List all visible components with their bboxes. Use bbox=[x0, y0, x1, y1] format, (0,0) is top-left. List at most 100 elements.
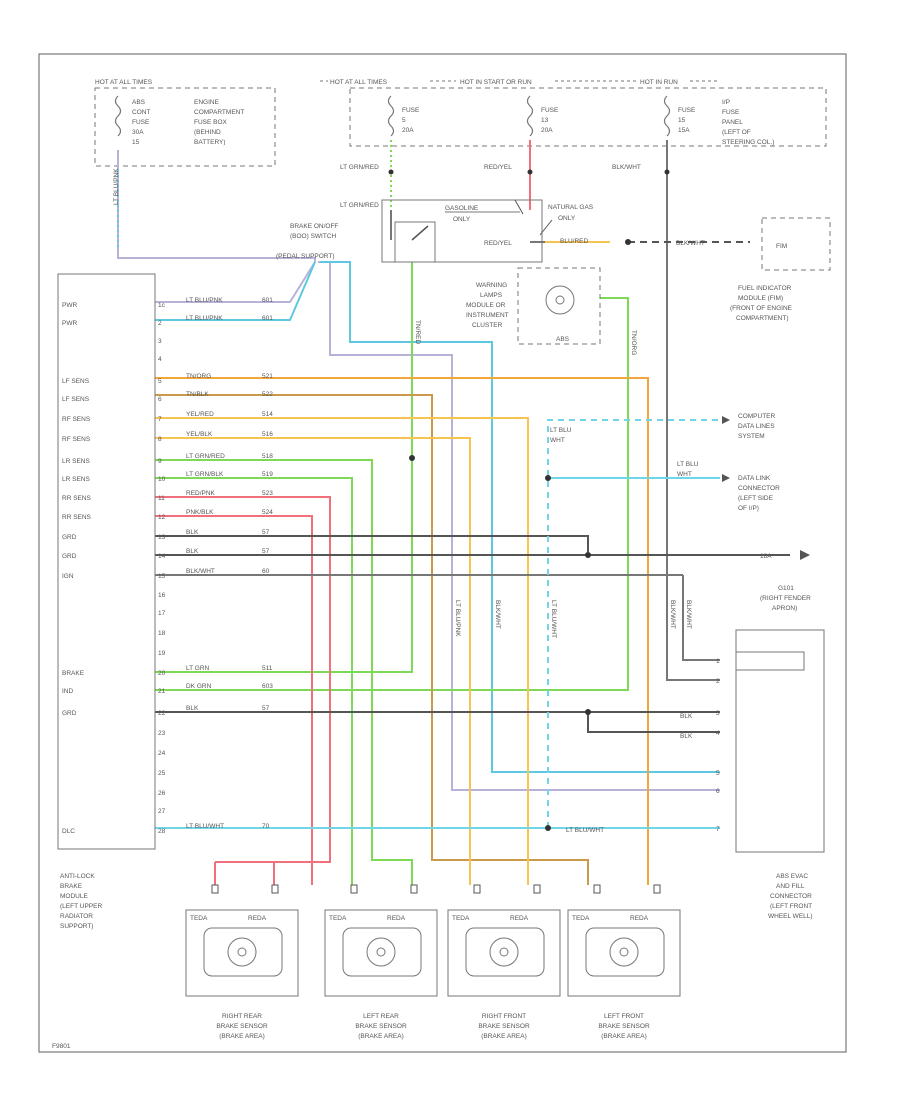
fuse-panel-header-2: HOT IN START OR RUN bbox=[460, 79, 532, 86]
fuse-15-line-2: 15 bbox=[678, 117, 686, 124]
module-pin-number: 28 bbox=[158, 828, 166, 835]
warning-lamps-1: WARNING bbox=[476, 282, 507, 289]
module-pin-wire: TN/ORG bbox=[186, 373, 211, 380]
module-pin-number: 16 bbox=[158, 592, 166, 599]
module-pin-number: 22 bbox=[158, 710, 166, 717]
module-pin-number: 4 bbox=[158, 356, 162, 363]
sensor-caption: (BRAKE AREA) bbox=[601, 1033, 647, 1040]
evac-pin-number: 2 bbox=[716, 678, 720, 685]
fuse-13-symbol bbox=[526, 95, 534, 137]
fuse-symbol bbox=[114, 95, 122, 137]
module-pin-number: 9 bbox=[158, 458, 162, 465]
sensor-terminal bbox=[271, 884, 279, 894]
abs-evac-1: ABS EVAC bbox=[776, 873, 808, 880]
module-pin-number: 12 bbox=[158, 514, 166, 521]
label-red-yel-1: RED/YEL bbox=[484, 164, 512, 171]
label-blk-wht-short: BLK/WHT bbox=[676, 240, 705, 247]
fuse-box-loc-2: COMPARTMENT bbox=[194, 109, 244, 116]
sensor-housing bbox=[185, 909, 299, 997]
evac-pin-number: 7 bbox=[716, 826, 720, 833]
fuel-indicator-4: COMPARTMENT) bbox=[736, 315, 788, 322]
ip-panel-loc-4: (LEFT OF bbox=[722, 129, 751, 136]
wire-dk-grn-ind bbox=[155, 297, 629, 691]
fuel-indicator-2: MODULE (FIM) bbox=[738, 295, 783, 302]
label-blk-a: BLK bbox=[680, 713, 693, 720]
sensor-terminal bbox=[593, 884, 601, 894]
wire-pnk-blk bbox=[155, 515, 313, 885]
module-pin-label: IGN bbox=[62, 573, 74, 580]
fuel-indicator-1: FUEL INDICATOR bbox=[738, 285, 792, 292]
label-blk-wht-v: BLK/WHT bbox=[494, 600, 501, 629]
ground-1: G101 bbox=[778, 585, 794, 592]
label-tn-org-v: TN/ORG bbox=[630, 330, 637, 355]
abs-module-2: BRAKE bbox=[60, 883, 83, 890]
abs-evac-4: (LEFT FRONT bbox=[770, 903, 812, 910]
module-pin-number: 7 bbox=[158, 416, 162, 423]
module-pin-number: 25 bbox=[158, 770, 166, 777]
module-pin-number: 1c bbox=[158, 302, 166, 309]
module-pin-wire: LT GRN bbox=[186, 665, 210, 672]
fuse-5-symbol bbox=[387, 95, 395, 137]
module-pin-wire: BLK bbox=[186, 548, 199, 555]
fuse-panel-header-1: HOT AT ALL TIMES bbox=[330, 79, 388, 86]
wire-lt-grn-red bbox=[155, 459, 413, 885]
module-pin-wire: DK GRN bbox=[186, 683, 212, 690]
module-pin-circuit: 519 bbox=[262, 471, 273, 478]
module-pin-label: RF SENS bbox=[62, 436, 91, 443]
fuse-5-line-1: FUSE bbox=[402, 107, 420, 114]
module-pin-circuit: 57 bbox=[262, 705, 270, 712]
computer-data-3: SYSTEM bbox=[738, 433, 765, 440]
sensor-terminal bbox=[653, 884, 661, 894]
module-pin-wire: LT BLU/PNK bbox=[186, 315, 223, 322]
module-pin-circuit: 601 bbox=[262, 315, 273, 322]
sensor-caption: BRAKE SENSOR bbox=[598, 1023, 650, 1030]
evac-pin-number: 4 bbox=[716, 730, 720, 737]
diagram-frame bbox=[38, 53, 847, 1053]
label-lt-grn-red-2: LT GRN/RED bbox=[340, 202, 379, 209]
sensor-hub-icon bbox=[237, 947, 247, 957]
wire-yel-blk bbox=[155, 437, 471, 885]
sensor-caption: BRAKE SENSOR bbox=[216, 1023, 268, 1030]
sensor-caption: BRAKE SENSOR bbox=[478, 1023, 530, 1030]
fuse-box-loc-3: FUSE BOX bbox=[194, 119, 228, 126]
brake-on-off-switch: BRAKE ON/OFF (BOO) SWITCH (PEDAL SUPPORT… bbox=[276, 199, 594, 263]
module-pin-number: 11 bbox=[158, 495, 165, 502]
label-lt-blu-wht-2a: LT BLU bbox=[677, 461, 699, 468]
wires bbox=[117, 140, 790, 885]
arrows bbox=[722, 416, 810, 560]
fuse-box-left-header: HOT AT ALL TIMES bbox=[95, 79, 153, 86]
system-labels: COMPUTER DATA LINES SYSTEM DATA LINK CON… bbox=[738, 413, 811, 612]
abs-module-5: RADIATOR bbox=[60, 913, 93, 920]
module-pin-number: 2 bbox=[158, 320, 162, 327]
module-pin-label: LF SENS bbox=[62, 396, 90, 403]
abs-fuse-line-1: ABS bbox=[132, 99, 146, 106]
module-pin-number: 26 bbox=[158, 790, 166, 797]
module-pin-number: 3 bbox=[158, 338, 162, 345]
dlc-1: DATA LINK bbox=[738, 475, 771, 482]
abs-fuse-line-4: 30A bbox=[132, 129, 144, 136]
module-pin-label: PWR bbox=[62, 302, 77, 309]
abs-module-6: SUPPORT) bbox=[60, 923, 93, 930]
sensor-rotor-icon bbox=[609, 937, 639, 967]
module-pin-wire: PNK/BLK bbox=[186, 509, 214, 516]
wire-red-pnk bbox=[155, 496, 331, 885]
wire-tn-org bbox=[155, 377, 649, 885]
abs-fuse-line-3: FUSE bbox=[132, 119, 150, 126]
module-pin-number: 27 bbox=[158, 808, 166, 815]
module-pin-wire: LT BLU/PNK bbox=[186, 297, 223, 304]
blu-red-label: BLU/RED bbox=[560, 238, 588, 245]
module-pin-label: LR SENS bbox=[62, 458, 90, 465]
sensor-rotor-icon bbox=[227, 937, 257, 967]
wire-lt-grn-blk bbox=[155, 477, 353, 885]
module-pin-circuit: 518 bbox=[262, 453, 273, 460]
sensor-pin-b: REDA bbox=[387, 915, 406, 922]
module-pin-circuit: 524 bbox=[262, 509, 273, 516]
gasoline-only-1: GASOLINE bbox=[445, 205, 479, 212]
wire-tn-blk bbox=[155, 394, 589, 885]
module-pin-circuit: 522 bbox=[262, 391, 273, 398]
module-pin-label: GRD bbox=[62, 710, 77, 717]
module-pin-wire: YEL/RED bbox=[186, 411, 214, 418]
module-pin-circuit: 57 bbox=[262, 529, 270, 536]
